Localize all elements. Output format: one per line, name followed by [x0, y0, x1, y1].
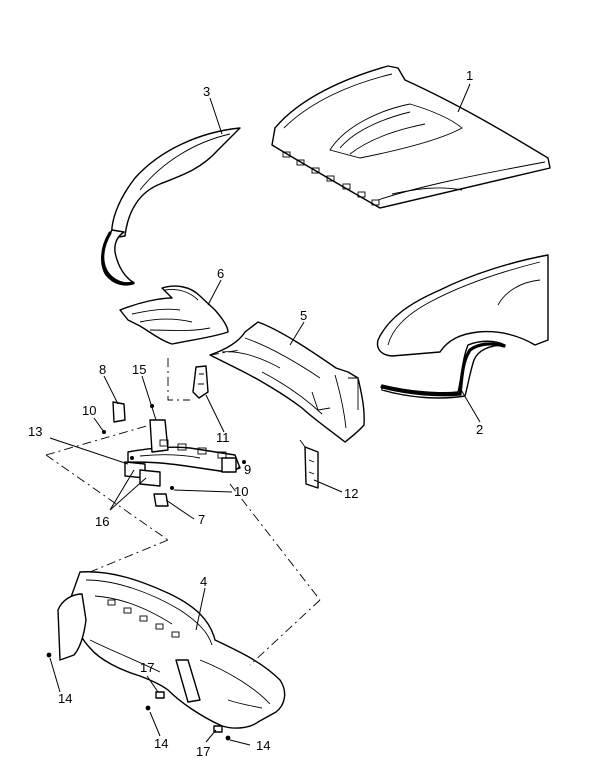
plate-12-part — [304, 446, 319, 489]
callout-15: 15 — [132, 362, 146, 377]
callout-10-b: 10 — [234, 484, 248, 499]
right-inner-panel-part — [209, 321, 365, 443]
callout-14-b: 14 — [154, 736, 168, 751]
callout-17-b: 17 — [196, 744, 210, 759]
callout-14-c: 14 — [256, 738, 270, 753]
callout-16: 16 — [95, 514, 109, 529]
callout-5: 5 — [300, 308, 307, 323]
left-fender-part — [101, 127, 241, 286]
callout-6: 6 — [217, 266, 224, 281]
callout-labels: 1 2 3 4 5 6 7 8 9 10 10 11 12 13 14 14 1… — [28, 68, 483, 759]
callout-3: 3 — [203, 84, 210, 99]
callout-2: 2 — [476, 422, 483, 437]
left-inner-panel-part — [119, 285, 229, 345]
callout-1: 1 — [466, 68, 473, 83]
callout-14-a: 14 — [58, 691, 72, 706]
radiator-support-part — [57, 571, 286, 729]
callout-13: 13 — [28, 424, 42, 439]
callout-12: 12 — [344, 486, 358, 501]
leader-lines — [49, 83, 481, 746]
right-fender-part — [376, 254, 549, 399]
assembly-guide-lines — [45, 349, 321, 666]
crossmember-assembly-part — [112, 401, 241, 507]
callout-17-a: 17 — [140, 660, 154, 675]
callout-7: 7 — [198, 512, 205, 527]
callout-8: 8 — [99, 362, 106, 377]
callout-10-a: 10 — [82, 403, 96, 418]
callout-4: 4 — [200, 574, 207, 589]
callout-9: 9 — [244, 462, 251, 477]
hood-part — [271, 65, 551, 209]
bracket-11-part — [192, 365, 209, 399]
callout-11: 11 — [216, 430, 230, 445]
